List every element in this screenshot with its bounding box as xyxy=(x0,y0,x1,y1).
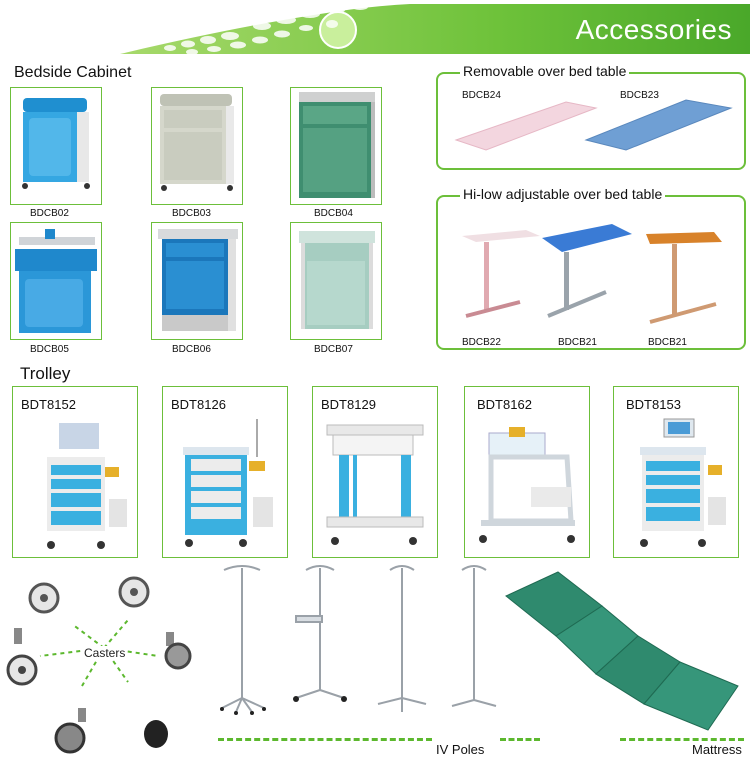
cabinet-code: BDCB04 xyxy=(314,208,353,219)
trolley-code: BDT8152 xyxy=(21,397,76,412)
trolley-card[interactable]: BDT8126 xyxy=(162,386,288,558)
trolley-code: BDT8162 xyxy=(477,397,532,412)
trolley-code: BDT8129 xyxy=(321,397,376,412)
bedside-cabinet-title: Bedside Cabinet xyxy=(14,64,132,81)
cabinet-code: BDCB02 xyxy=(30,208,69,219)
casters-image xyxy=(6,576,192,754)
cabinet-code: BDCB06 xyxy=(172,344,211,355)
mattress-image xyxy=(505,571,739,731)
iv-poles-label: IV Poles xyxy=(436,742,485,757)
hilow-code: BDCB21 xyxy=(558,337,597,348)
iv-poles-image xyxy=(220,565,497,715)
trolley-image xyxy=(479,427,575,543)
cabinet-card[interactable] xyxy=(10,222,102,340)
hilow-code: BDCB21 xyxy=(648,337,687,348)
overbed-code: BDCB23 xyxy=(620,90,659,101)
trolley-code: BDT8126 xyxy=(171,397,226,412)
mattress-label: Mattress xyxy=(692,742,742,757)
trolley-card[interactable]: BDT8162 xyxy=(464,386,590,558)
cabinet-image xyxy=(160,94,234,191)
overbed-table-title: Removable over bed table xyxy=(460,63,630,79)
trolley-card[interactable]: BDT8129 xyxy=(312,386,438,558)
mattress-divider xyxy=(620,738,744,741)
trolley-image xyxy=(640,418,726,547)
cabinet-card[interactable] xyxy=(290,222,382,340)
cabinet-card[interactable] xyxy=(10,87,102,205)
trolley-card[interactable]: BDT8152 xyxy=(12,386,138,558)
hilow-code: BDCB22 xyxy=(462,337,501,348)
iv-poles-divider-right xyxy=(500,738,540,741)
cabinet-image xyxy=(15,229,97,333)
cabinet-image xyxy=(22,98,90,189)
hilow-table-title: Hi-low adjustable over bed table xyxy=(460,186,666,202)
trolley-image xyxy=(47,423,127,549)
trolley-card[interactable]: BDT8153 xyxy=(613,386,739,558)
casters-label: Casters xyxy=(82,646,128,660)
overbed-code: BDCB24 xyxy=(462,90,501,101)
iv-poles-divider xyxy=(218,738,432,741)
cabinet-code: BDCB05 xyxy=(30,344,69,355)
page-title: Accessories xyxy=(575,14,732,45)
cabinet-image xyxy=(299,92,375,198)
trolley-image xyxy=(326,424,424,545)
cabinet-code: BDCB03 xyxy=(172,208,211,219)
cabinet-card[interactable] xyxy=(151,87,243,205)
trolley-image xyxy=(183,419,273,547)
cabinet-card[interactable] xyxy=(290,87,382,205)
trolley-code: BDT8153 xyxy=(626,397,681,412)
cabinet-image xyxy=(299,231,375,329)
cabinet-image xyxy=(158,229,238,331)
cabinet-code: BDCB07 xyxy=(314,344,353,355)
cabinet-card[interactable] xyxy=(151,222,243,340)
overbed-tables-image xyxy=(454,99,733,151)
header-banner: Accessories xyxy=(110,0,750,58)
trolley-title: Trolley xyxy=(20,364,71,383)
hilow-tables-image xyxy=(462,224,722,324)
